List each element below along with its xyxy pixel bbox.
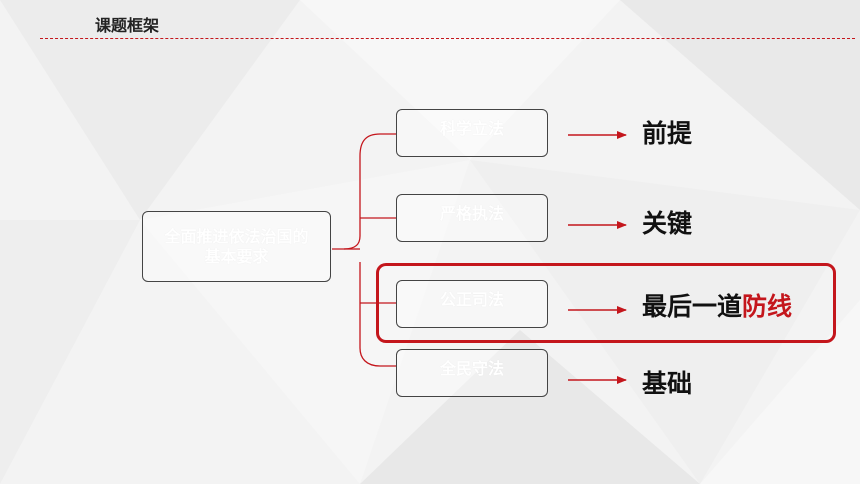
header-divider — [40, 38, 855, 39]
result-2: 关键 — [642, 209, 693, 238]
page-title: 课题框架 — [95, 16, 160, 35]
result-3: 最后一道防线 — [642, 287, 792, 323]
branch-node-2: 严格执法 — [396, 194, 548, 242]
highlight-frame — [376, 263, 836, 343]
branch-node-3: 公正司法 — [396, 280, 548, 328]
root-node: 全面推进依法治国的基本要求 — [142, 211, 331, 282]
result-4: 基础 — [642, 369, 693, 398]
result-3-plain: 最后一道 — [642, 292, 743, 321]
branch-node-1: 科学立法 — [396, 109, 548, 157]
result-3-highlight: 防线 — [742, 292, 793, 321]
result-1: 前提 — [642, 119, 693, 148]
branch-node-4: 全民守法 — [396, 349, 548, 397]
